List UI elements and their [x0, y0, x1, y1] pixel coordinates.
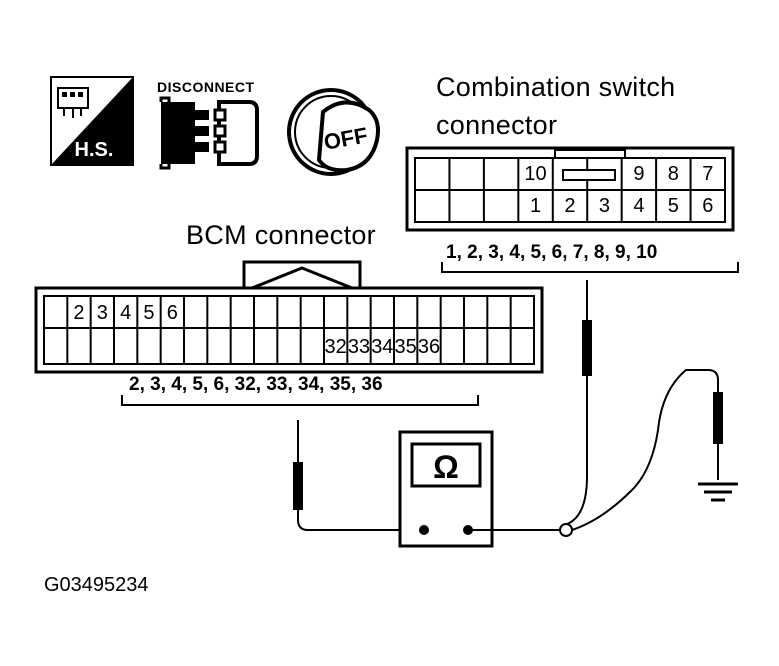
ohmmeter-icon: Ω: [398, 430, 494, 548]
combination-pin-5: 5: [667, 195, 679, 217]
bcm-pin-35: 35: [394, 336, 417, 358]
bcm-pin-33: 33: [347, 336, 371, 358]
combination-pin-6: 6: [702, 195, 714, 217]
bcm-pin-36: 36: [417, 336, 441, 358]
hs-label: H.S.: [75, 139, 114, 161]
ignition-off-icon: OFF: [285, 82, 385, 182]
bcm-connector-title: BCM connector: [186, 220, 376, 250]
bcm-probe-icon: [293, 420, 422, 531]
combination-pin-3: 3: [598, 195, 610, 217]
hs-harness-icon: H.S.: [50, 76, 134, 166]
figure-code: G03495234: [44, 574, 149, 596]
ohm-symbol: Ω: [433, 449, 459, 485]
bcm-connector: [34, 258, 544, 374]
combination-switch-connector: [405, 146, 735, 232]
combination-connector-title-line2: connector: [436, 110, 558, 140]
bcm-pin-5: 5: [143, 302, 155, 324]
bcm-pin-3: 3: [96, 302, 108, 324]
disconnect-connector-icon: [155, 96, 265, 170]
bcm-pin-34: 34: [371, 336, 394, 358]
combination-pins-label: 1, 2, 3, 4, 5, 6, 7, 8, 9, 10: [446, 242, 658, 263]
ground-icon: [698, 482, 738, 502]
combination-pin-1: 1: [529, 195, 542, 217]
bcm-pins-label: 2, 3, 4, 5, 6, 32, 33, 34, 35, 36: [129, 374, 383, 395]
junction-node: [559, 523, 573, 537]
ground-probe-icon: [713, 392, 723, 480]
bcm-pin-6: 6: [166, 302, 178, 324]
bcm-pin-4: 4: [120, 302, 132, 324]
combination-pin-7: 7: [702, 163, 714, 185]
combination-pin-10: 10: [524, 163, 547, 185]
disconnect-label: DISCONNECT: [157, 79, 255, 95]
combination-pin-2: 2: [564, 195, 576, 217]
combination-connector-title-line1: Combination switch: [436, 72, 676, 102]
combination-pin-4: 4: [633, 195, 645, 217]
combination-pin-9: 9: [633, 163, 645, 185]
combination-pins-bracket: [440, 262, 740, 276]
combination-probe-icon: [566, 280, 592, 525]
bcm-pin-32: 32: [324, 336, 347, 358]
bcm-pin-2: 2: [73, 302, 85, 324]
combination-pin-8: 8: [667, 163, 679, 185]
bcm-pins-bracket: [120, 395, 480, 409]
